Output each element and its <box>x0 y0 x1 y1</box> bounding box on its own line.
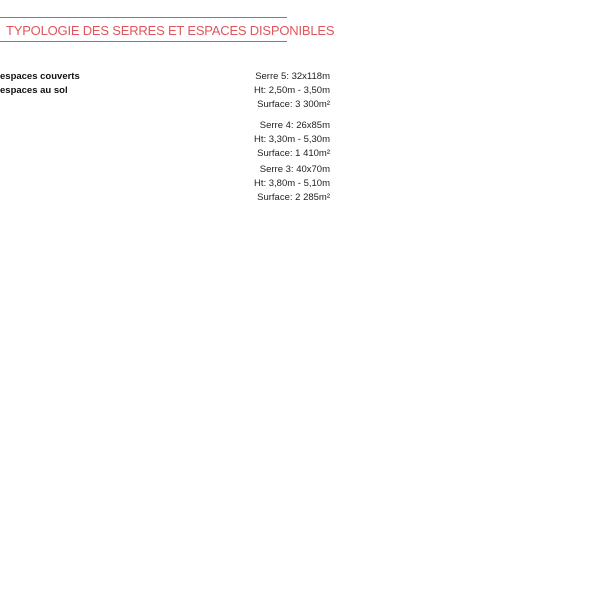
serre-blue-large <box>94 317 281 400</box>
serre-4-height: Ht: 3,30m - 5,30m <box>253 134 330 145</box>
serre-3-surface: Surface: 2 285m² <box>257 192 330 203</box>
title-rule-bottom <box>0 41 287 42</box>
title-rule-top <box>0 17 287 18</box>
serre-red-main <box>226 369 521 529</box>
serre-4-name: Serre 4: 26x85m <box>259 120 330 131</box>
serre-red-right <box>474 374 600 446</box>
legend-ground: espaces au sol <box>0 85 68 96</box>
terrain-contours <box>0 183 600 600</box>
serre-blue-small <box>0 284 63 351</box>
serre-5-info: Serre 5: 32x118m Ht: 2,50m - 3,50m Surfa… <box>190 70 330 112</box>
serre-5-surface: Surface: 3 300m² <box>257 99 330 110</box>
serre-5-height: Ht: 2,50m - 3,50m <box>253 85 330 96</box>
serre-3-name: Serre 3: 40x70m <box>259 164 330 175</box>
serre-5-name: Serre 5: 32x118m <box>255 71 330 82</box>
serre-red-small <box>0 314 21 356</box>
existing-buildings <box>271 231 573 557</box>
serre-4-info: Serre 4: 26x85m Ht: 3,30m - 5,30m Surfac… <box>190 119 330 161</box>
serre-3-height: Ht: 3,80m - 5,10m <box>253 178 330 189</box>
legend-covered: espaces couverts <box>0 71 80 82</box>
serre-4-surface: Surface: 1 410m² <box>257 148 330 159</box>
serre-3-info: Serre 3: 40x70m Ht: 3,80m - 5,10m Surfac… <box>190 163 330 205</box>
page-title: TYPOLOGIE DES SERRES ET ESPACES DISPONIB… <box>6 23 335 38</box>
